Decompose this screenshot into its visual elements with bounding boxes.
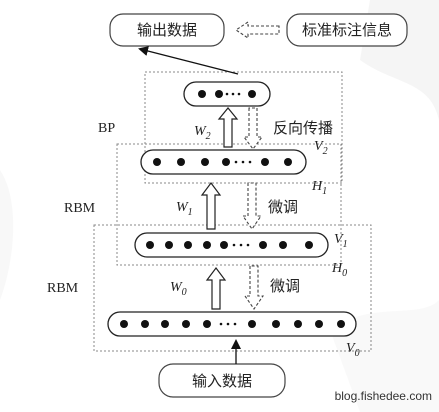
node: [203, 241, 211, 249]
node: [294, 320, 302, 328]
node: [248, 320, 256, 328]
w2-label: W2: [194, 124, 211, 142]
backprop-text: 反向传播: [273, 119, 333, 137]
node: [315, 320, 323, 328]
finetune-down-arrow-2: [243, 265, 265, 310]
node: [198, 90, 206, 98]
node: [237, 92, 241, 96]
input-data-box: [158, 363, 286, 398]
output-data-label: 输出数据: [137, 21, 197, 39]
rbm-lower-stage-label: RBM: [47, 281, 79, 296]
node: [161, 320, 169, 328]
watermark: blog.fishedee.com: [335, 389, 432, 403]
node: [239, 243, 243, 247]
bp-stage-label: BP: [98, 121, 115, 136]
v1-label: V1: [334, 232, 348, 250]
node: [165, 241, 173, 249]
node: [201, 158, 209, 166]
finetune-down-arrow-1: [241, 182, 263, 230]
v0-label: V0: [346, 341, 360, 359]
node: [337, 320, 345, 328]
finetune-text-1: 微调: [268, 198, 298, 216]
to-output-arrow: [138, 46, 239, 75]
node: [248, 90, 256, 98]
node: [222, 158, 230, 166]
node: [153, 158, 161, 166]
node: [305, 241, 313, 249]
node: [146, 241, 154, 249]
label-info-box: [286, 13, 408, 47]
layer-v1-nodes: [146, 241, 313, 249]
node: [279, 241, 287, 249]
node: [220, 241, 228, 249]
layer-v2-nodes: [198, 90, 256, 98]
node: [241, 160, 245, 164]
node: [203, 320, 211, 328]
backprop-down-arrow: [242, 107, 264, 150]
node: [259, 241, 267, 249]
w1-label: W1: [176, 200, 193, 218]
node: [225, 92, 229, 96]
h1-label: H1: [311, 179, 327, 197]
node: [177, 158, 185, 166]
bp-stage-box: [144, 71, 343, 184]
w2-up-arrow: [217, 107, 239, 148]
node: [120, 320, 128, 328]
finetune-text-2: 微调: [270, 277, 300, 295]
node: [226, 322, 230, 326]
node: [246, 243, 250, 247]
node: [272, 320, 280, 328]
layer-v0: [107, 311, 357, 337]
node: [261, 158, 269, 166]
label-info-label: 标准标注信息: [302, 21, 392, 39]
w1-up-arrow: [200, 182, 222, 230]
layer-h1-nodes: [153, 158, 292, 166]
rbm-upper-stage-label: RBM: [64, 201, 96, 216]
h0-label: H0: [331, 261, 347, 279]
layer-v0-nodes: [120, 320, 345, 328]
node: [231, 92, 235, 96]
node: [233, 322, 237, 326]
node: [215, 90, 223, 98]
output-data-box: [109, 13, 225, 47]
w0-up-arrow: [205, 267, 227, 310]
layer-v1: [134, 232, 329, 258]
node: [219, 322, 223, 326]
input-data-label: 输入数据: [192, 372, 252, 390]
node: [248, 160, 252, 164]
node: [182, 320, 190, 328]
node: [141, 320, 149, 328]
label-info-arrow: [235, 20, 280, 40]
w0-label: W0: [170, 280, 187, 298]
node: [234, 160, 238, 164]
v2-label: V2: [314, 139, 328, 157]
node: [232, 243, 236, 247]
rbm-lower-stage-box: [93, 224, 372, 352]
node: [184, 241, 192, 249]
node: [284, 158, 292, 166]
